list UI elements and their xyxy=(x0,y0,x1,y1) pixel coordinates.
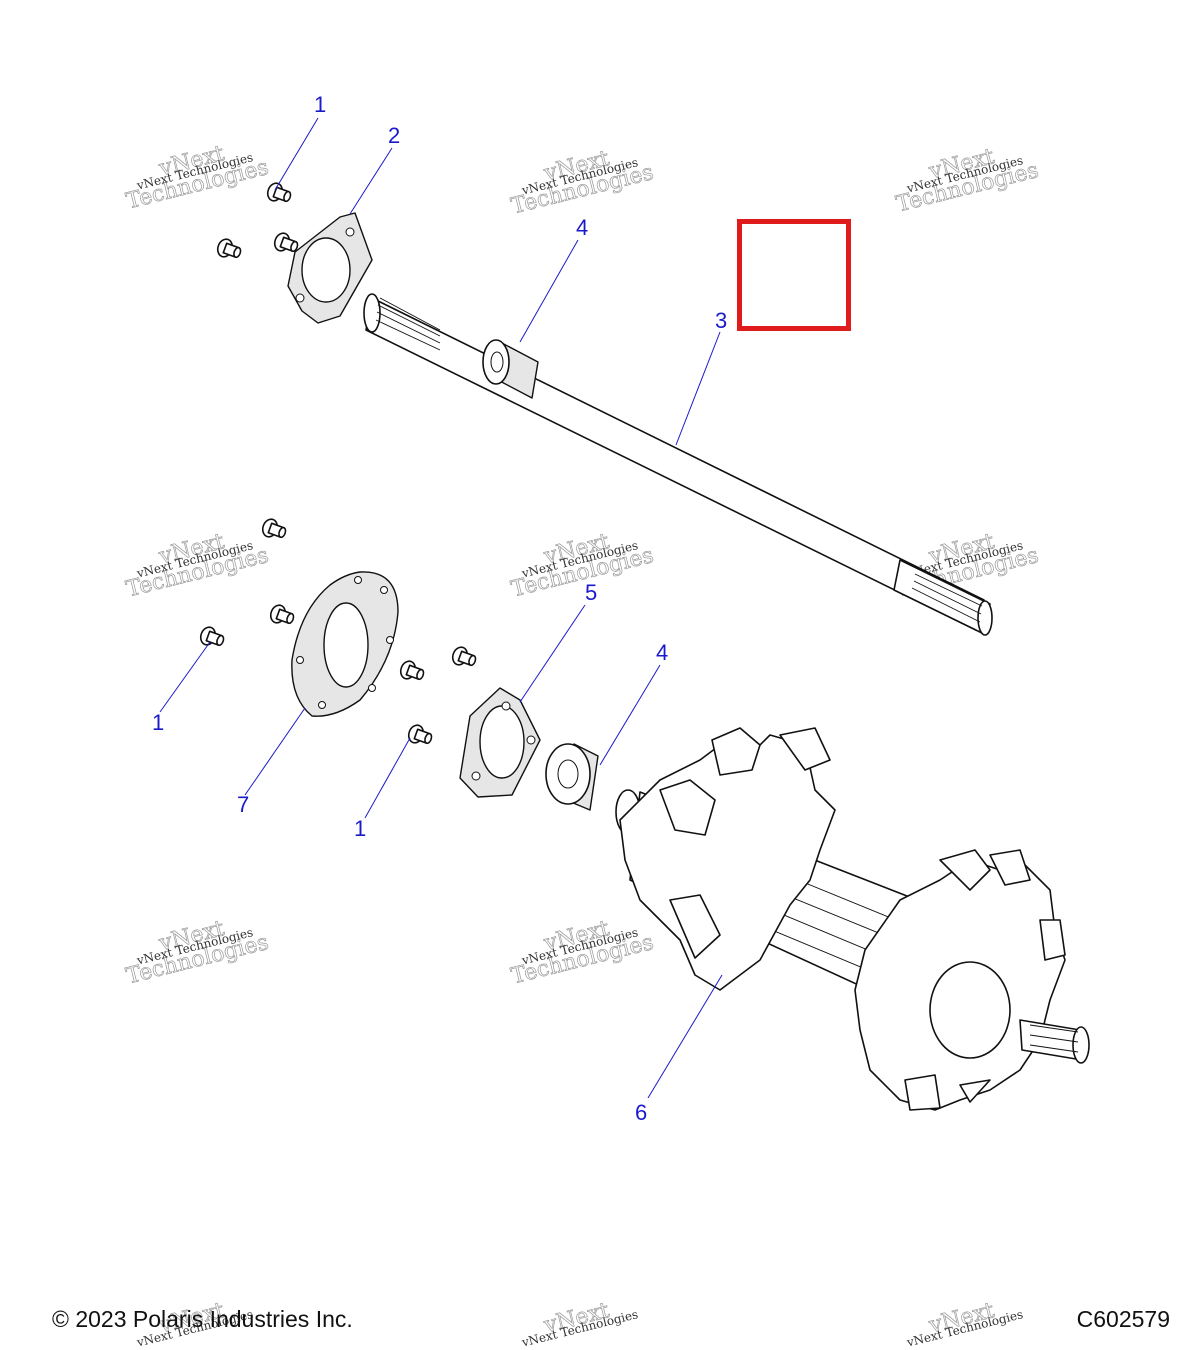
watermark: vNext Technologies vNext Technologies xyxy=(508,916,656,990)
spacer-ring-part xyxy=(545,743,599,811)
bolt-part xyxy=(261,518,287,539)
watermark: vNext Technologies vNext Technologies xyxy=(893,144,1041,218)
bolt-part xyxy=(451,646,477,667)
callout-4: 4 xyxy=(656,640,668,665)
callout-4: 4 xyxy=(576,215,588,240)
watermark: vNext vNext Technologies xyxy=(519,1298,639,1350)
bearing-flange-part xyxy=(459,687,541,798)
bolt-part xyxy=(407,724,433,745)
callout-3: 3 xyxy=(715,308,727,333)
watermark: vNext Technologies vNext Technologies xyxy=(123,916,271,990)
watermark: vNext Technologies vNext Technologies xyxy=(508,146,656,220)
leader-lines xyxy=(159,117,723,1099)
diagram-code: C602579 xyxy=(1076,1306,1170,1332)
watermark: vNext Technologies vNext Technologies xyxy=(123,141,271,215)
bolt-part xyxy=(216,238,242,259)
bolt-part xyxy=(273,232,299,253)
watermark: vNext Technologies vNext Technologies xyxy=(508,529,656,603)
highlight-box xyxy=(737,219,851,331)
callout-6: 6 xyxy=(635,1100,647,1125)
sprocket-assembly-part xyxy=(615,727,1090,1111)
callout-1: 1 xyxy=(354,816,366,841)
flange-plate-part xyxy=(287,212,373,324)
bolt-part xyxy=(199,626,225,647)
watermark: vNext vNext Technologies xyxy=(904,1298,1024,1350)
watermark: vNext Technologies vNext Technologies xyxy=(123,529,271,603)
bolt-part xyxy=(269,604,295,625)
callout-1: 1 xyxy=(152,710,164,735)
callout-5: 5 xyxy=(585,580,597,605)
bolt-part xyxy=(399,660,425,681)
drive-shaft-part xyxy=(363,293,993,636)
bolt-part xyxy=(266,182,292,203)
copyright-text: © 2023 Polaris Industries Inc. xyxy=(52,1306,353,1332)
callout-1: 1 xyxy=(314,92,326,117)
gasket-plate-part xyxy=(291,571,399,717)
callout-2: 2 xyxy=(388,123,400,148)
callout-numbers: 1 2 4 3 5 4 1 7 1 6 xyxy=(152,92,727,1125)
watermarks: vNext Technologies vNext Technologies vN… xyxy=(123,141,1041,1350)
callout-7: 7 xyxy=(237,792,249,817)
